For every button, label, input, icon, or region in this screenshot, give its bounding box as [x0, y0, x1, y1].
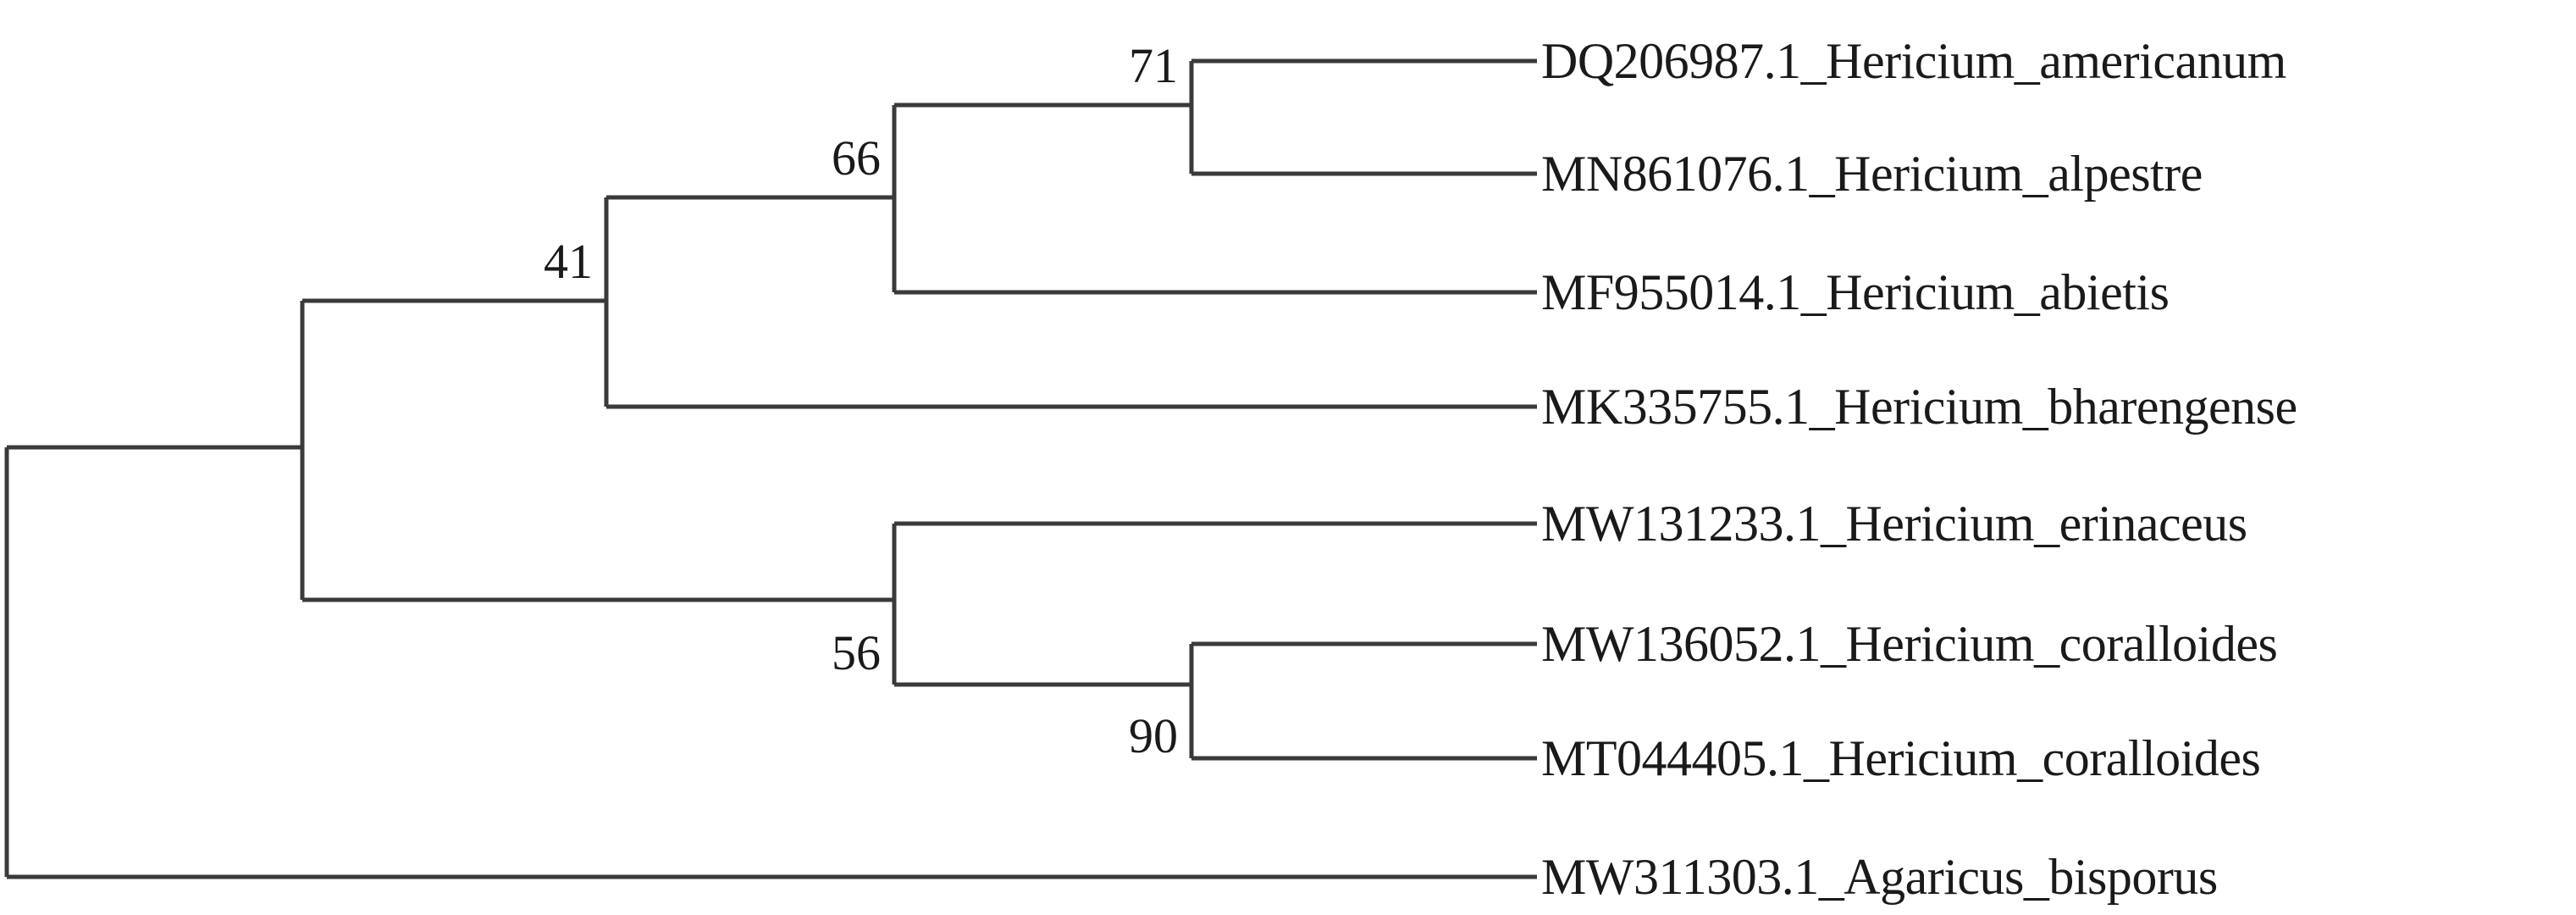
tip-label-hericium-coralloides-mt044405: MT044405.1_Hericium_coralloides — [1541, 730, 2261, 786]
branch-group — [4, 58, 1537, 879]
tip-label-hericium-erinaceus: MW131233.1_Hericium_erinaceus — [1541, 496, 2247, 552]
tip-label-hericium-alpestre: MN861076.1_Hericium_alpestre — [1541, 146, 2203, 202]
tip-label-hericium-abietis: MF955014.1_Hericium_abietis — [1541, 264, 2170, 320]
tip-label-agaricus-bisporus: MW311303.1_Agaricus_bisporus — [1541, 849, 2218, 905]
support-value-node-71: 71 — [1129, 38, 1178, 93]
support-value-node-41: 41 — [544, 234, 593, 289]
tip-label-hericium-americanum: DQ206987.1_Hericium_americanum — [1541, 33, 2286, 89]
support-value-node-56: 56 — [832, 625, 881, 680]
support-value-node-90: 90 — [1129, 708, 1178, 763]
tip-label-hericium-bharengense: MK335755.1_Hericium_bharengense — [1541, 379, 2297, 435]
support-value-node-66: 66 — [832, 130, 881, 186]
tip-label-hericium-coralloides-mw136052: MW136052.1_Hericium_coralloides — [1541, 616, 2278, 672]
